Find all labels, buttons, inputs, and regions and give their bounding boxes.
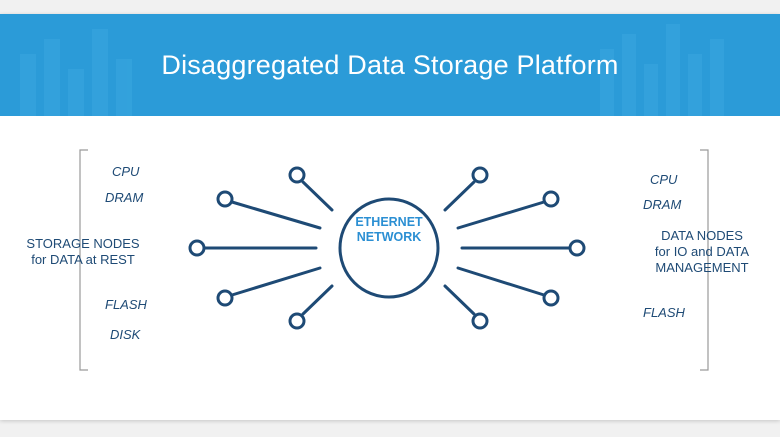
left-item-disk: DISK bbox=[110, 327, 141, 342]
spoke-left-5 bbox=[301, 284, 334, 316]
data-nodes-label: DATA NODES for IO and DATA MANAGEMENT bbox=[638, 228, 766, 276]
right-item-dram: DRAM bbox=[643, 197, 682, 212]
node-left-2 bbox=[216, 190, 234, 208]
node-right-2 bbox=[542, 190, 560, 208]
right-item-cpu: CPU bbox=[650, 172, 678, 187]
node-right-1 bbox=[471, 166, 489, 184]
spoke-right-4 bbox=[456, 266, 546, 297]
data-nodes-line1: DATA NODES bbox=[661, 228, 743, 243]
ethernet-hub bbox=[338, 197, 440, 299]
data-nodes-line3: MANAGEMENT bbox=[655, 260, 749, 275]
slide: Disaggregated Data Storage Platform bbox=[0, 14, 780, 420]
node-left-3 bbox=[188, 239, 206, 257]
spoke-right-1 bbox=[443, 180, 476, 212]
title-banner: Disaggregated Data Storage Platform bbox=[0, 14, 780, 116]
node-right-3 bbox=[568, 239, 586, 257]
node-left-1 bbox=[288, 166, 306, 184]
right-bracket bbox=[700, 149, 709, 371]
spoke-left-4 bbox=[230, 266, 322, 297]
spoke-right-5 bbox=[443, 284, 476, 316]
spoke-left-2 bbox=[230, 200, 322, 230]
banner-background-pattern bbox=[20, 24, 724, 116]
right-item-flash: FLASH bbox=[643, 305, 685, 320]
hub-label-line1: ETHERNET bbox=[355, 215, 423, 229]
storage-nodes-line1: STORAGE NODES bbox=[26, 236, 140, 251]
left-bracket bbox=[79, 149, 88, 371]
spoke-right-2 bbox=[456, 200, 546, 230]
node-right-4 bbox=[542, 289, 560, 307]
node-right-5 bbox=[471, 312, 489, 330]
hub-label-line2: NETWORK bbox=[356, 230, 422, 244]
node-left-4 bbox=[216, 289, 234, 307]
node-left-5 bbox=[288, 312, 306, 330]
storage-nodes-line2: for DATA at REST bbox=[31, 252, 135, 267]
left-item-flash: FLASH bbox=[105, 297, 147, 312]
storage-nodes-label: STORAGE NODES for DATA at REST bbox=[22, 236, 144, 268]
left-item-cpu: CPU bbox=[112, 164, 140, 179]
left-item-dram: DRAM bbox=[105, 190, 144, 205]
spoke-left-1 bbox=[301, 180, 334, 212]
page-title: Disaggregated Data Storage Platform bbox=[161, 49, 619, 80]
data-nodes-line2: for IO and DATA bbox=[654, 244, 750, 259]
hub-label: ETHERNET NETWORK bbox=[345, 215, 433, 245]
